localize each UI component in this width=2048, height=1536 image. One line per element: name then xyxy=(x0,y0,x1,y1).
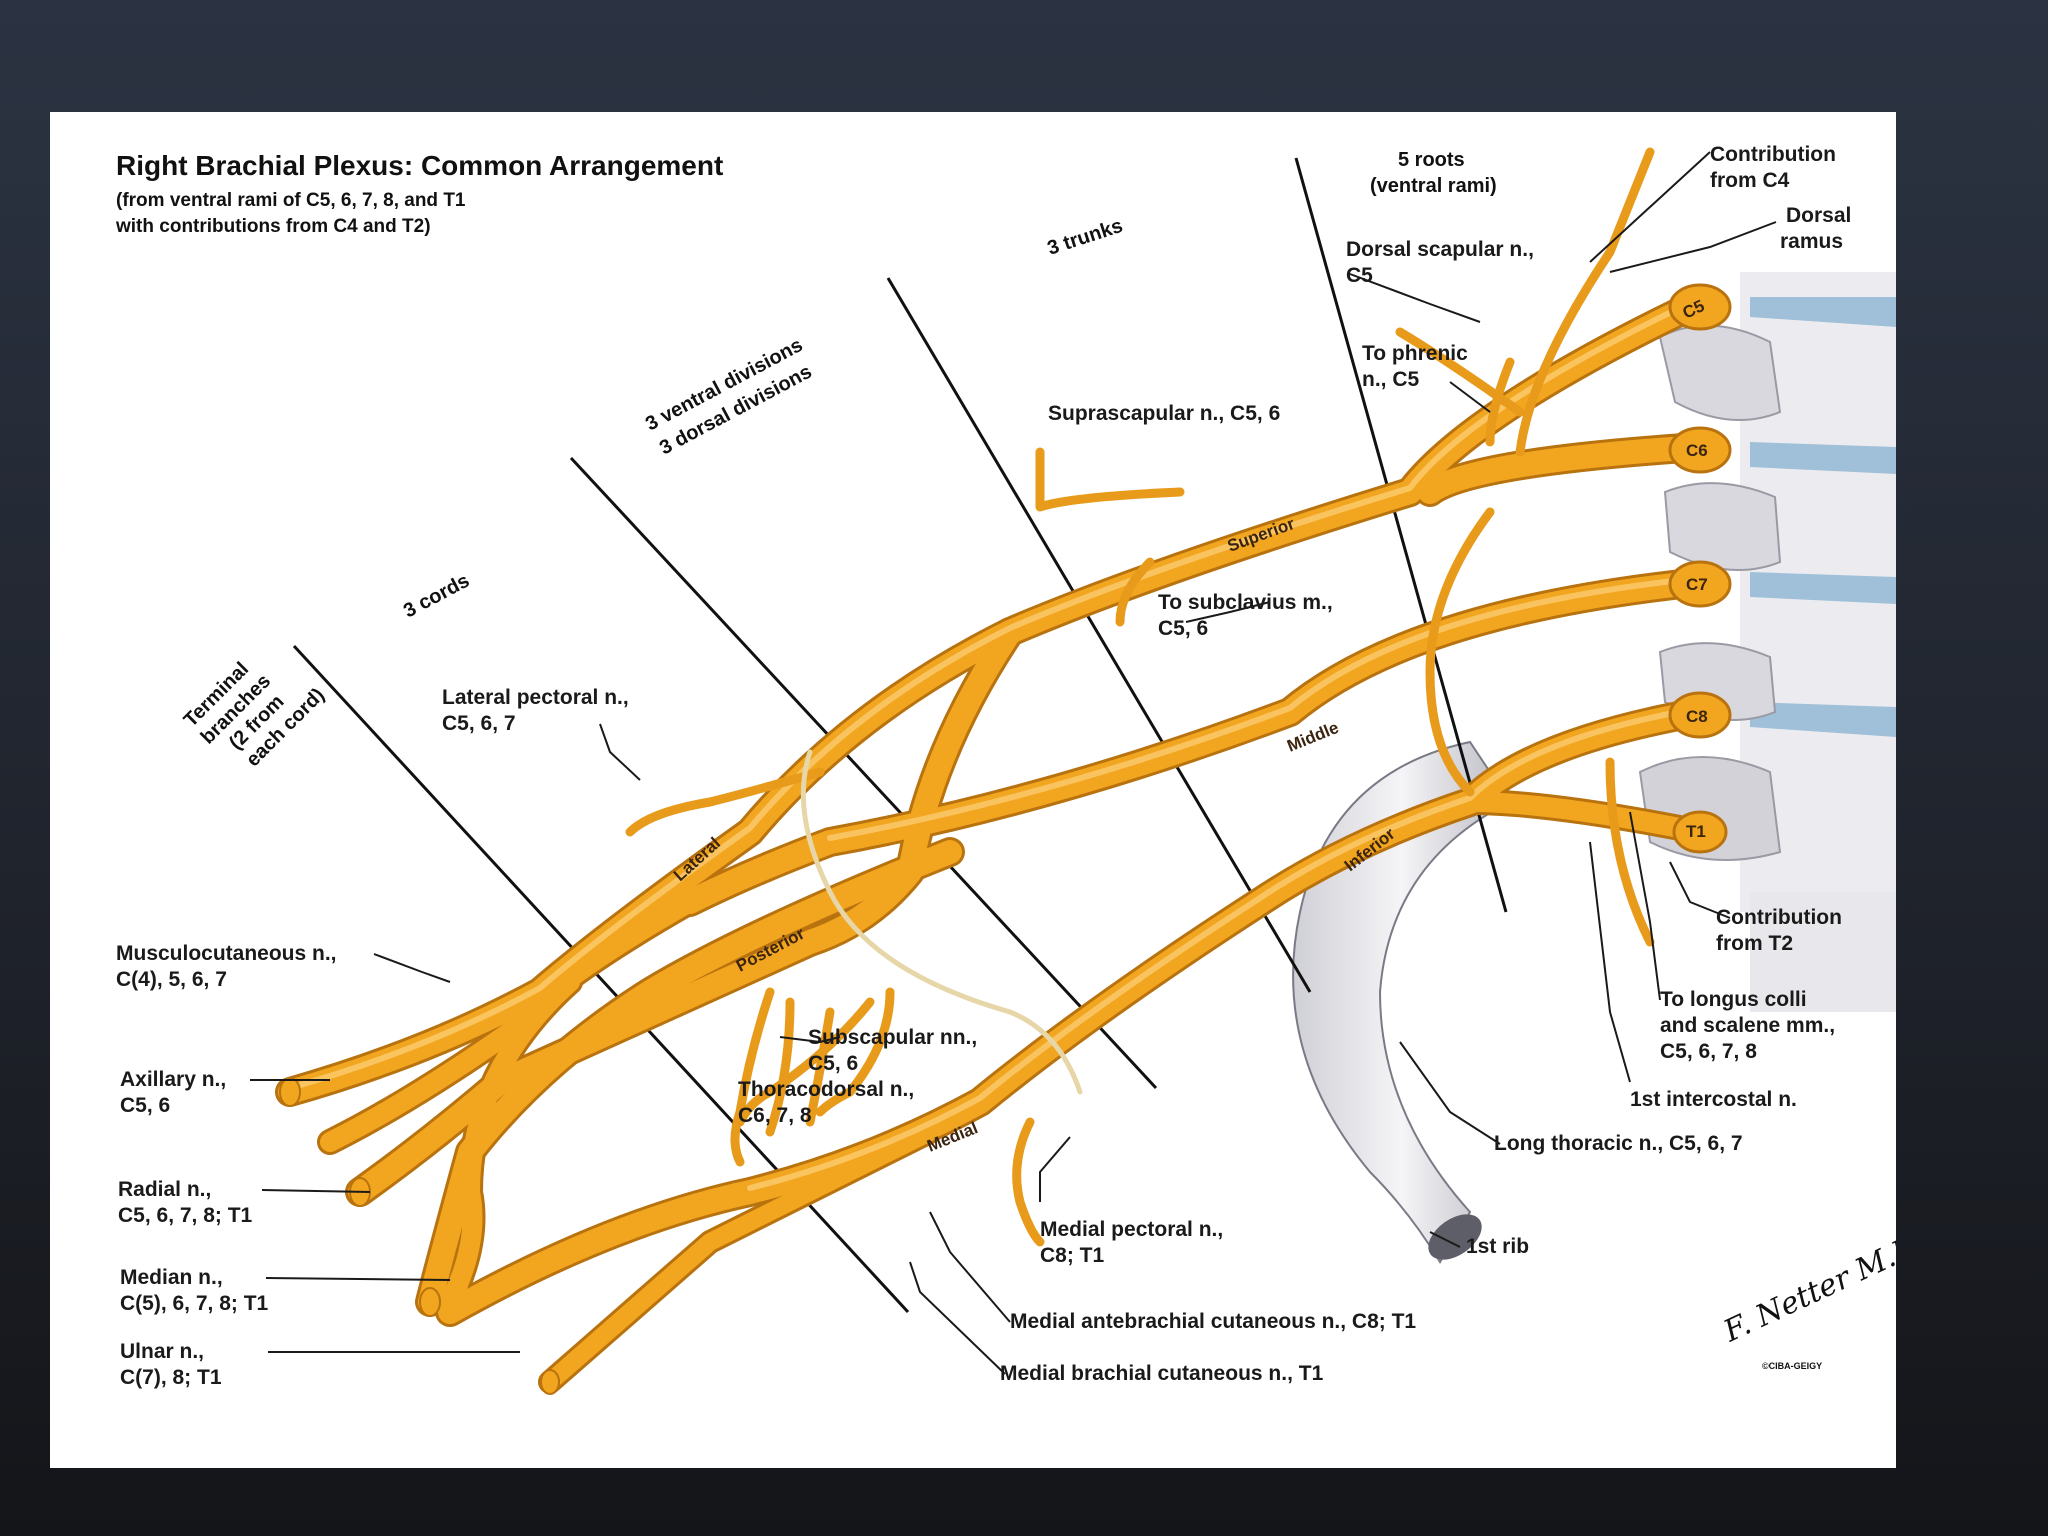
dorsal-scapular-line-2: C5 xyxy=(1346,264,1373,287)
longus-colli-line-1: To longus colli xyxy=(1660,988,1807,1011)
c4-contribution-branch xyxy=(1515,147,1655,457)
t1-root xyxy=(1460,792,1710,842)
dorsal-ramus-line-2: ramus xyxy=(1780,230,1843,253)
suprascapular-label: Suprascapular n., C5, 6 xyxy=(1048,402,1280,425)
cords-heading: 3 cords xyxy=(400,570,473,623)
label-t1: T1 xyxy=(1686,822,1706,841)
to-phrenic-line-1: To phrenic xyxy=(1362,342,1468,365)
dorsal-ramus-line-1: Dorsal xyxy=(1786,204,1851,227)
median-end xyxy=(419,1287,441,1317)
medial-pectoral-branch xyxy=(1012,1117,1045,1247)
disc-1 xyxy=(1750,297,1896,327)
c7-ganglion xyxy=(1668,560,1732,608)
radial-line-2: C5, 6, 7, 8; T1 xyxy=(118,1204,253,1227)
c6-ganglion xyxy=(1668,426,1732,474)
trunks-heading: 3 trunks xyxy=(1045,215,1126,260)
t2-contribution-branch xyxy=(1605,757,1655,947)
long-thoracic-branch xyxy=(1425,507,1495,797)
disc-4 xyxy=(1750,702,1896,737)
disc-2 xyxy=(1750,442,1896,474)
signature-credit: ©CIBA-GEIGY xyxy=(1762,1361,1822,1371)
thoracodorsal-branch xyxy=(805,1007,835,1127)
median-lateral-root xyxy=(440,972,580,1312)
ulnar-nerve xyxy=(541,1123,939,1391)
lateral-pectoral-line-1: Lateral pectoral n., xyxy=(442,686,629,709)
musculocutaneous-line-1: Musculocutaneous n., xyxy=(116,942,337,965)
title-block: Right Brachial Plexus: Common Arrangemen… xyxy=(115,150,723,237)
axillary-line-1: Axillary n., xyxy=(120,1068,226,1091)
to-subclavius-line-2: C5, 6 xyxy=(1158,617,1208,640)
musculocutaneous-end xyxy=(279,1077,301,1107)
medial-brachial-label: Medial brachial cutaneous n., T1 xyxy=(1000,1362,1324,1385)
median-line-1: Median n., xyxy=(120,1266,223,1289)
longus-colli-line-3: C5, 6, 7, 8 xyxy=(1660,1040,1757,1063)
diagram-slide: Superior Middle Inferior Lateral Posteri… xyxy=(50,112,1896,1468)
subscapular-line-2: C5, 6 xyxy=(808,1052,858,1075)
subtitle-line-2: with contributions from C4 and T2) xyxy=(115,216,431,237)
middle-trunk xyxy=(678,570,1712,914)
c8-ganglion xyxy=(1668,691,1732,739)
c5-ganglion xyxy=(1668,283,1732,331)
posterior-cord xyxy=(348,620,1022,1204)
pectoral-loop xyxy=(800,749,1083,1095)
subscapular-branch-2 xyxy=(765,997,795,1137)
roots-heading-2: (ventral rami) xyxy=(1370,175,1497,197)
label-c7: C7 xyxy=(1686,575,1708,594)
first-rib xyxy=(1292,740,1512,1264)
c6-root xyxy=(1418,435,1712,504)
t1-ganglion xyxy=(1672,810,1728,854)
axillary-line-2: C5, 6 xyxy=(120,1094,170,1117)
nerve-network xyxy=(275,147,1732,1395)
ulnar-line-2: C(7), 8; T1 xyxy=(120,1366,222,1389)
radial-line-1: Radial n., xyxy=(118,1178,211,1201)
medial-pectoral-line-1: Medial pectoral n., xyxy=(1040,1218,1223,1241)
subscapular-branch-1 xyxy=(730,987,775,1167)
contribution-t2-line-2: from T2 xyxy=(1716,932,1793,955)
roots-heading-1: 5 roots xyxy=(1398,149,1465,171)
median-line-2: C(5), 6, 7, 8; T1 xyxy=(120,1292,269,1315)
phrenic-branch xyxy=(1485,357,1515,447)
medial-antebrachial-branch xyxy=(815,987,895,1117)
contribution-c4-line-2: from C4 xyxy=(1710,169,1790,192)
lateral-pectoral-branch xyxy=(625,767,825,837)
leader-lines xyxy=(250,151,1777,1375)
median-nerve xyxy=(418,840,962,1314)
lateral-pectoral-line-2: C5, 6, 7 xyxy=(442,712,516,735)
subtitle-line-1: (from ventral rami of C5, 6, 7, 8, and T… xyxy=(116,190,466,211)
thoracodorsal-line-2: C6, 7, 8 xyxy=(738,1104,812,1127)
subclavius-branch xyxy=(1115,557,1155,627)
vertebral-column xyxy=(1638,272,1896,1012)
signature-text: F. Netter M.D. xyxy=(1718,1226,1896,1350)
first-intercostal-label: 1st intercostal n. xyxy=(1630,1088,1797,1111)
artist-signature: F. Netter M.D. ©CIBA-GEIGY xyxy=(1718,1226,1896,1371)
disc-3 xyxy=(1750,572,1896,604)
label-c6: C6 xyxy=(1686,441,1708,460)
brachial-plexus-figure: Superior Middle Inferior Lateral Posteri… xyxy=(115,143,1896,1395)
anatomy-labels: Contribution from C4 Dorsal ramus Dorsal… xyxy=(116,143,1851,1389)
ulnar-line-1: Ulnar n., xyxy=(120,1340,204,1363)
dorsal-scapular-line-1: Dorsal scapular n., xyxy=(1346,238,1534,261)
contribution-t2-line-1: Contribution xyxy=(1716,906,1842,929)
first-rib-label: 1st rib xyxy=(1466,1235,1529,1258)
suprascapular-branch xyxy=(1035,447,1185,512)
subscapular-line-1: Subscapular nn., xyxy=(808,1026,977,1049)
to-subclavius-line-1: To subclavius m., xyxy=(1158,591,1333,614)
longus-colli-line-2: and scalene mm., xyxy=(1660,1014,1835,1037)
medial-pectoral-line-2: C8; T1 xyxy=(1040,1244,1105,1267)
diagram-title: Right Brachial Plexus: Common Arrangemen… xyxy=(116,150,723,181)
to-phrenic-line-2: n., C5 xyxy=(1362,368,1419,391)
contribution-c4-line-1: Contribution xyxy=(1710,143,1836,166)
axillary-nerve xyxy=(320,892,700,1152)
medial-antebrachial-label: Medial antebrachial cutaneous n., C8; T1 xyxy=(1010,1310,1416,1333)
ulnar-end xyxy=(540,1369,560,1395)
terminal-heading: Terminal branches (2 from each cord) xyxy=(180,658,329,771)
musculocutaneous-line-2: C(4), 5, 6, 7 xyxy=(116,968,227,991)
label-c8: C8 xyxy=(1686,707,1708,726)
thoracodorsal-line-1: Thoracodorsal n., xyxy=(738,1078,914,1101)
dorsal-scapular-branch xyxy=(1395,327,1525,417)
long-thoracic-label: Long thoracic n., C5, 6, 7 xyxy=(1494,1132,1743,1155)
